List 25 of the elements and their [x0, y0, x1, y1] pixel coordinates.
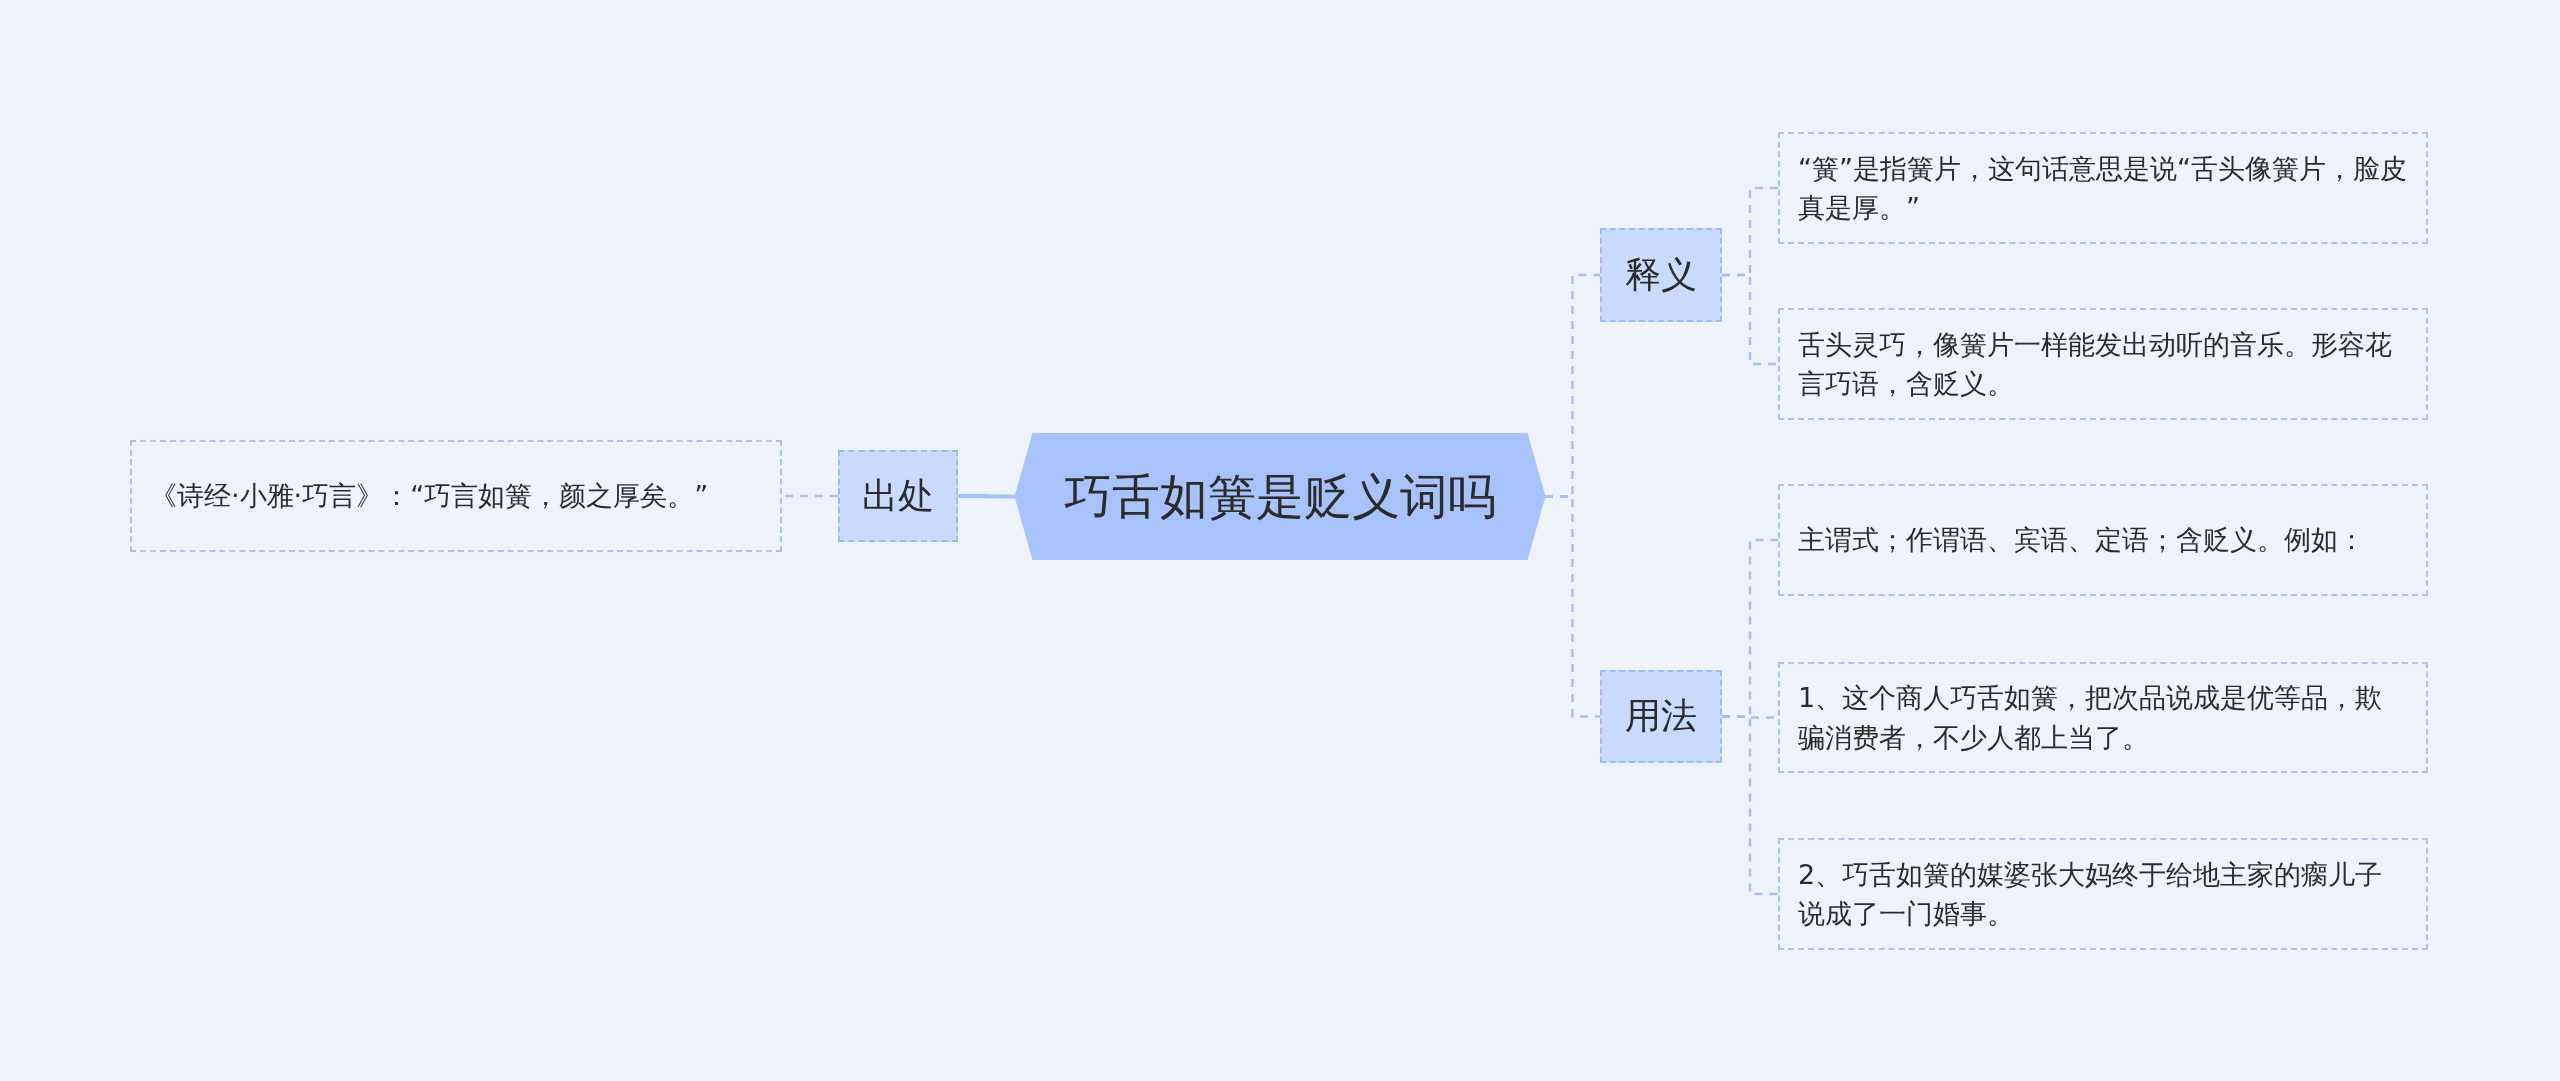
- text-card: [1778, 132, 2428, 244]
- connector-line: [958, 494, 1015, 499]
- description-text: “簧”是指簧片，这句话意思是说“舌头像簧片，脸皮真是厚。”: [1798, 151, 2408, 225]
- topic-label: 出处: [862, 473, 934, 518]
- description-text: 《诗经·小雅·巧言》：“巧言如簧，颜之厚矣。”: [150, 479, 709, 514]
- topic-label: 释义: [1625, 252, 1697, 297]
- branch-topic: [1600, 228, 1722, 322]
- branch-topic: [1600, 670, 1722, 763]
- description-text: 1、这个商人巧舌如簧，把次品说成是优等品，欺骗消费者，不少人都上当了。: [1798, 681, 2384, 755]
- connector-line: [1545, 495, 1600, 718]
- topic-label: 巧舌如簧是贬义词吗: [1064, 466, 1496, 526]
- text-card: [1778, 484, 2428, 596]
- text-card: [1778, 662, 2428, 773]
- text-card: [1778, 308, 2428, 420]
- topic-label: 用法: [1625, 694, 1697, 738]
- connector-line: [782, 494, 838, 498]
- text-card: [130, 440, 782, 552]
- text-card: [1778, 838, 2428, 950]
- hexagon-topic: [1015, 433, 1545, 560]
- description-text: 主谓式；作谓语、宾语、定语；含贬义。例如：: [1798, 523, 2365, 558]
- description-text: 舌头灵巧，像簧片一样能发出动听的音乐。形容花言巧语，含贬义。: [1798, 327, 2393, 401]
- connector-line: [1722, 715, 1778, 896]
- description-text: 2、巧舌如簧的媒婆张大妈终于给地主家的瘸儿子说成了一门婚事。: [1798, 857, 2384, 931]
- branch-topic: [838, 450, 958, 542]
- connector-line: [1722, 273, 1778, 366]
